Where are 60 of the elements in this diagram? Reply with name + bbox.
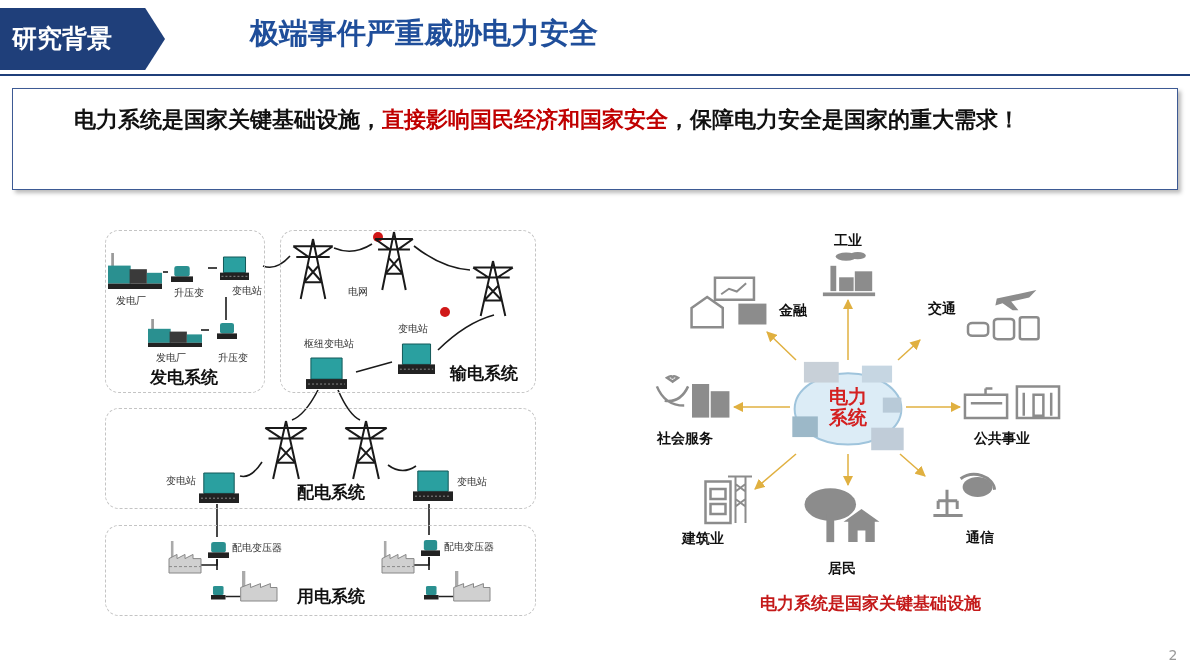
power-line [225, 296, 227, 321]
arrow [842, 453, 854, 487]
sector-label: 交通 [928, 299, 956, 317]
page-number: 2 [1168, 646, 1178, 664]
power-line [413, 245, 471, 271]
power-line [216, 558, 218, 571]
power-line [428, 503, 430, 536]
intro-box [12, 88, 1178, 190]
arrow [842, 298, 854, 361]
arrow [897, 339, 921, 361]
component-label: 变电站 [457, 476, 487, 488]
system-title: 用电系统 [297, 587, 365, 607]
component-label: 变电站 [398, 323, 428, 335]
sector-label: 工业 [834, 231, 862, 249]
system-title: 发电系统 [150, 368, 218, 388]
power-line [162, 271, 169, 273]
arrow [905, 401, 962, 413]
sector-label: 居民 [828, 559, 856, 577]
center-title: 电力系统 [828, 386, 868, 428]
component-label: 升压变 [218, 352, 248, 364]
arrow [732, 401, 791, 413]
power-line [207, 267, 218, 269]
section-tab: 研究背景 [0, 8, 165, 70]
grid-label: 电网 [348, 286, 368, 298]
system-title: 输电系统 [450, 364, 518, 384]
power-line [437, 314, 495, 351]
component-label: 升压变 [174, 287, 204, 299]
power-line [337, 389, 361, 421]
component-label: 枢纽变电站 [304, 338, 354, 350]
component-label: 变电站 [166, 475, 196, 487]
power-line [333, 243, 373, 252]
dashed-panel [105, 230, 265, 393]
sector-label: 金融 [779, 301, 807, 319]
power-line [216, 503, 218, 538]
component-label: 变电站 [232, 285, 262, 297]
system-title: 配电系统 [297, 483, 365, 503]
power-line [428, 556, 430, 571]
intro-paragraph: 电力系统是国家关键基础设施，直接影响国民经济和国家安全，保障电力安全是国家的重大需求！ [72, 106, 1021, 134]
sector-label: 建筑业 [682, 529, 724, 547]
power-line [291, 389, 319, 421]
power-line [239, 461, 263, 478]
dashed-panel [105, 408, 536, 509]
sector-label: 社会服务 [657, 429, 713, 447]
arrow [899, 453, 926, 477]
dashed-panel [105, 525, 536, 616]
component-label: 配电变压器 [232, 542, 282, 554]
dashed-panel [280, 230, 536, 393]
arrow [766, 331, 797, 361]
power-line [200, 329, 210, 331]
component-label: 发电厂 [116, 295, 146, 307]
component-label: 发电厂 [156, 352, 186, 364]
arrow [754, 453, 797, 490]
component-label: 配电变压器 [444, 541, 494, 553]
power-line [387, 464, 417, 472]
sector-label: 公共事业 [974, 429, 1030, 447]
power-line [262, 255, 291, 269]
sector-label: 通信 [966, 528, 994, 546]
power-line [355, 361, 393, 373]
caption: 电力系统是国家关键基础设施 [759, 594, 981, 614]
slide-title: 极端事件严重威胁电力安全 [250, 15, 598, 52]
